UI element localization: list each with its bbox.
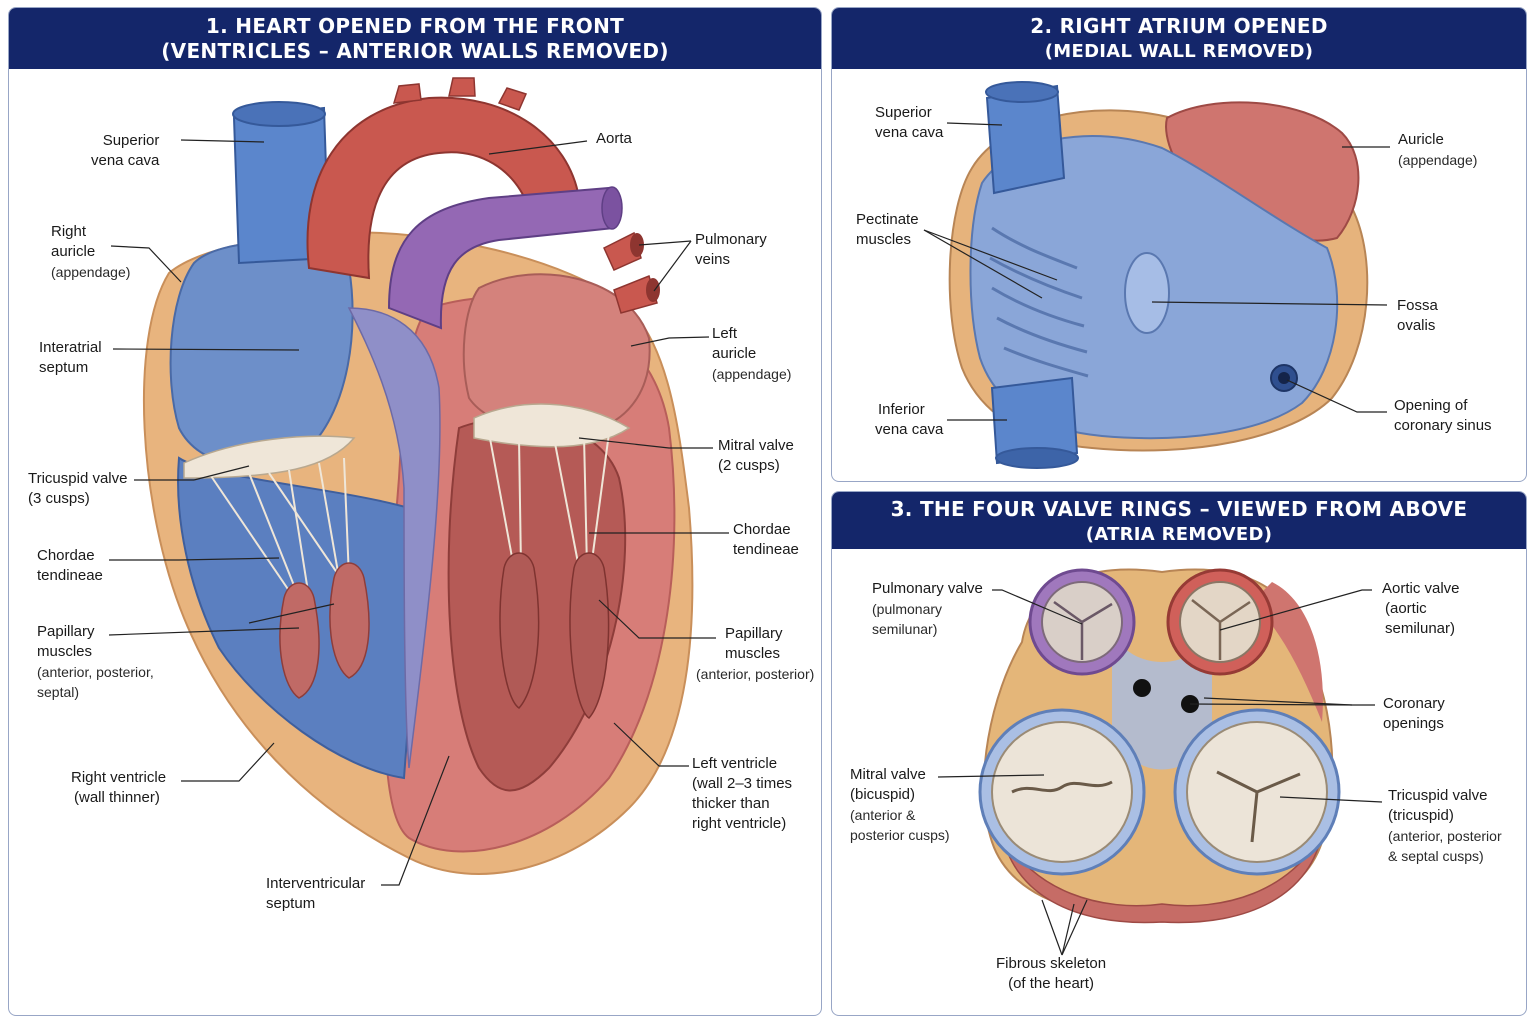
p3-label-coronary-openings: Coronary openings (1383, 695, 1445, 732)
label-interatrial-septum: Interatrial septum (39, 339, 102, 376)
label-mitral-valve: Mitral valve (2 cusps) (718, 437, 794, 474)
mitral-valve-commissure (1011, 780, 1113, 794)
panel1-title-banner: 1. HEART OPENED FROM THE FRONT (VENTRICL… (9, 8, 821, 69)
p3-label-tricuspid-valve: Tricuspid valve (tricuspid) (anterior, p… (1388, 787, 1502, 864)
pulmonary-valve-cusps (1053, 600, 1113, 660)
heart-front-illustration (108, 77, 729, 886)
label-right-ventricle: Right ventricle (wall thinner) (71, 769, 167, 806)
panel2-leader-lines (923, 122, 1390, 421)
left-papillary-muscle-2 (569, 552, 610, 719)
label-chordae-tendineae-right: Chordae tendineae (733, 521, 799, 558)
p2-label-pectinate-muscles: Pectinate muscles (856, 211, 919, 248)
label-right-auricle: Right auricle (appendage) (51, 223, 131, 280)
p2-label-auricle: Auricle (appendage) (1398, 131, 1478, 168)
label-interventricular-septum: Interventricular septum (266, 875, 366, 912)
right-papillary-muscle-2 (329, 562, 370, 679)
panel2-title-banner: 2. RIGHT ATRIUM OPENED (MEDIAL WALL REMO… (832, 8, 1526, 69)
panel-valve-rings: 3. THE FOUR VALVE RINGS – VIEWED FROM AB… (831, 491, 1527, 1016)
panel-heart-opened-front: 1. HEART OPENED FROM THE FRONT (VENTRICL… (8, 7, 822, 1016)
label-papillary-muscles-right: Papillary muscles (anterior, posterior) (696, 625, 815, 682)
panel1-leader-lines (108, 139, 729, 886)
tricuspid-valve-commissures (1216, 770, 1301, 843)
panel2-title-line2: (MEDIAL WALL REMOVED) (1044, 41, 1314, 62)
p3-label-fibrous-skeleton: Fibrous skeleton (of the heart) (996, 955, 1107, 992)
pulmonary-vein-lower (613, 274, 658, 314)
septum-tissue (347, 307, 441, 769)
p2-label-coronary-sinus: Opening of coronary sinus (1394, 397, 1492, 434)
tricuspid-valve-leaflets (183, 435, 356, 479)
valve-rings-illustration (937, 568, 1383, 956)
panel3-leader-lines (937, 589, 1383, 956)
pectinate-ridges (989, 226, 1089, 378)
panel3-title-banner: 3. THE FOUR VALVE RINGS – VIEWED FROM AB… (832, 492, 1526, 549)
panel2-title-line1: 2. RIGHT ATRIUM OPENED (1030, 14, 1328, 38)
p3-label-pulmonary-valve: Pulmonary valve (pulmonary semilunar) (872, 580, 983, 637)
label-left-ventricle: Left ventricle (wall 2–3 times thicker t… (692, 755, 793, 832)
panel-right-atrium-opened: 2. RIGHT ATRIUM OPENED (MEDIAL WALL REMO… (831, 7, 1527, 482)
label-pulmonary-veins: Pulmonary veins (695, 231, 767, 268)
left-papillary-muscle-1 (499, 552, 540, 709)
p3-label-mitral-valve: Mitral valve (bicuspid) (anterior & post… (850, 766, 950, 843)
panel1-title-line1: 1. HEART OPENED FROM THE FRONT (205, 14, 625, 38)
label-tricuspid-valve: Tricuspid valve (3 cusps) (28, 470, 128, 507)
label-papillary-muscles-left: Papillary muscles (anterior, posterior, … (37, 623, 154, 700)
p3-label-aortic-valve: Aortic valve (aortic semilunar) (1382, 580, 1460, 637)
p2-label-superior-vena-cava: Superior vena cava (875, 104, 944, 141)
label-chordae-tendineae-left: Chordae tendineae (37, 547, 103, 584)
panel3-title-line1: 3. THE FOUR VALVE RINGS – VIEWED FROM AB… (890, 497, 1468, 521)
mitral-chordae (488, 432, 610, 569)
right-papillary-muscle-1 (279, 582, 320, 699)
panel1-title-line2: (VENTRICLES – ANTERIOR WALLS REMOVED) (161, 39, 669, 63)
p2-label-inferior-vena-cava: Inferior vena cava (875, 401, 944, 438)
right-atrium-illustration (923, 81, 1390, 469)
aortic-arch (306, 96, 581, 280)
tricuspid-chordae (208, 457, 350, 599)
coronary-opening-left (1133, 679, 1151, 697)
fossa-ovalis (1124, 252, 1170, 334)
mitral-valve-leaflets (473, 403, 631, 448)
panel3-title-line2: (ATRIA REMOVED) (1085, 524, 1273, 545)
label-superior-vena-cava: Superior vena cava (91, 132, 160, 169)
p2-label-fossa-ovalis: Fossa ovalis (1397, 297, 1438, 334)
label-left-auricle: Left auricle (appendage) (712, 325, 792, 382)
aortic-valve-cusps (1191, 599, 1251, 660)
inferior-vena-cava-p2 (990, 376, 1079, 465)
label-aorta: Aorta (596, 130, 632, 147)
